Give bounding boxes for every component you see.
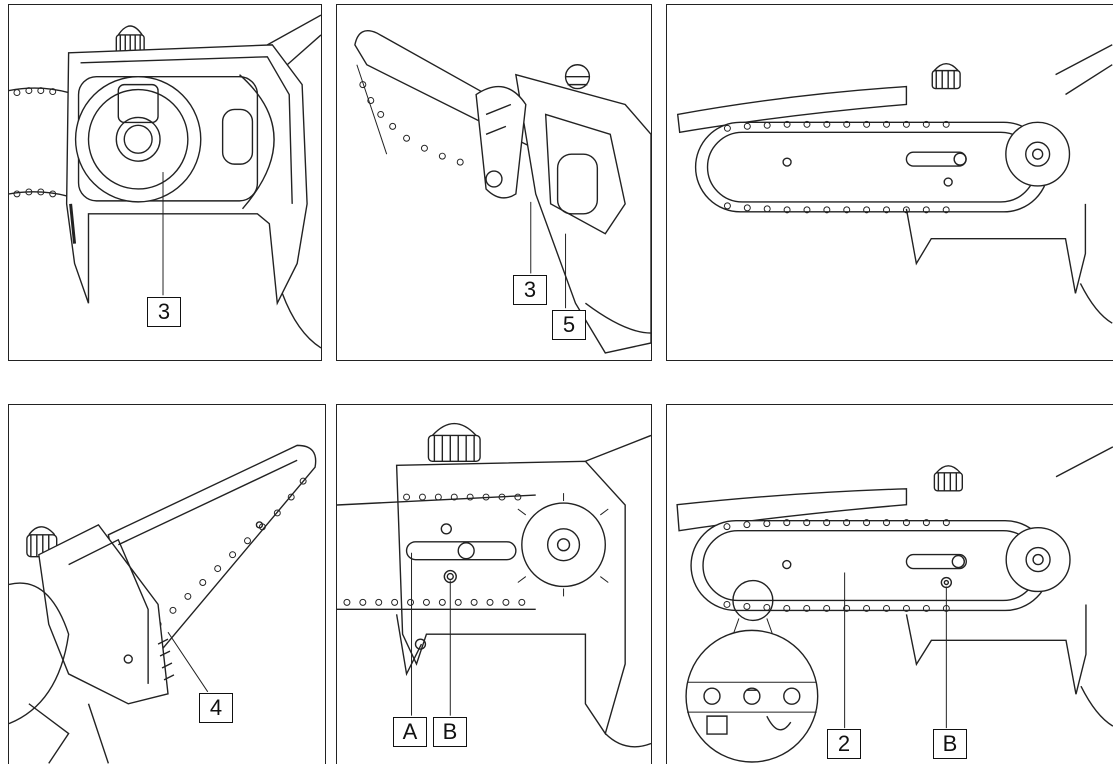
figure-panel-4: 4 xyxy=(8,404,326,764)
callout-label-3: 3 xyxy=(513,275,547,305)
callout-label-5: 5 xyxy=(552,310,586,340)
figure-panel-2: 3 5 xyxy=(336,4,652,361)
chainsaw-lever-illustration xyxy=(354,30,651,354)
chainsaw-bar-installed-illustration xyxy=(676,44,1113,324)
callout-label-b: B xyxy=(933,729,967,759)
figure-panel-5: A B xyxy=(336,404,652,764)
figure-panel-6: 2 B xyxy=(666,404,1113,764)
callout-label-b: B xyxy=(433,717,467,747)
chainsaw-cover-illustration xyxy=(9,14,321,349)
callout-label-a: A xyxy=(393,717,427,747)
figure-panel-3 xyxy=(666,4,1113,361)
chainsaw-tension-illustration xyxy=(9,444,317,764)
callout-label-2: 2 xyxy=(827,729,861,759)
callout-label-3: 3 xyxy=(147,297,181,327)
chainsaw-screw-adjust-illustration xyxy=(337,422,651,748)
callout-label-4: 4 xyxy=(199,693,233,723)
figure-panel-1: 3 xyxy=(8,4,322,361)
chainsaw-final-tension-illustration xyxy=(676,446,1113,763)
